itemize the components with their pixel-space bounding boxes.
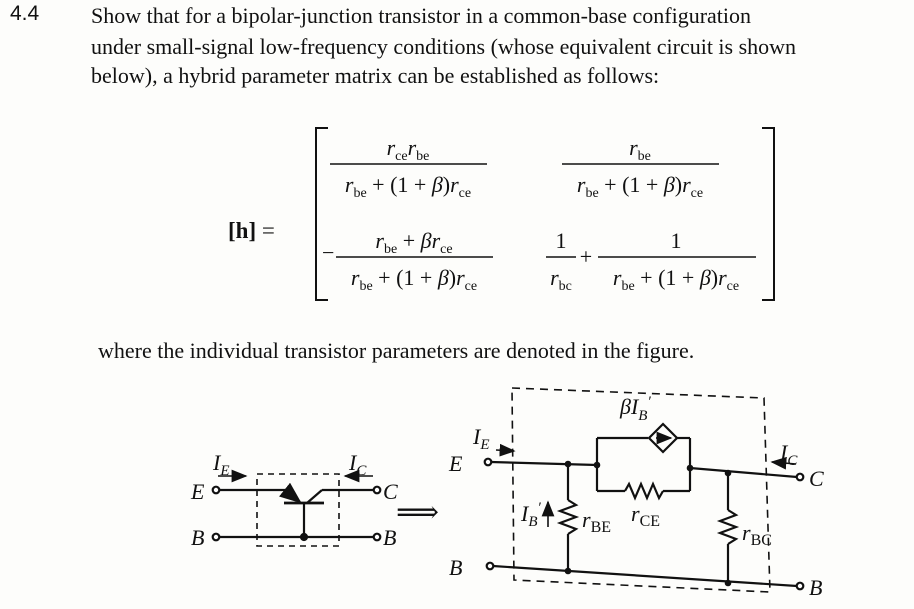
svg-text:−: −: [322, 240, 334, 265]
node-5: [564, 567, 572, 575]
h-parameter-matrix: rcerbe rbe + (1 + β)rce rbe rbe + (1 + β…: [315, 127, 775, 301]
left-label-IE: IE: [212, 450, 230, 479]
left-terminal-B-out: [372, 532, 382, 542]
node-4: [724, 469, 732, 477]
matrix-entry-r1c2: rbe rbe + (1 + β)rce: [562, 135, 719, 201]
left-terminal-B-in: [211, 532, 221, 542]
equivalent-circuit: [483, 387, 805, 593]
right-terminal-B-out: [795, 581, 805, 591]
emitter-arrow: [279, 482, 302, 504]
svg-text:rbe: rbe: [629, 135, 651, 164]
node-1: [564, 460, 572, 468]
left-transistor-circuit: [211, 469, 382, 547]
node-3: [686, 464, 694, 472]
implies-arrow: ⟹: [396, 496, 439, 529]
left-label-C: C: [383, 479, 398, 504]
label-IB-prime: IB′: [520, 500, 542, 530]
left-terminal-C: [372, 485, 382, 495]
matrix-label: [h] =: [228, 218, 275, 243]
svg-text:rbe + (1 + β)rce: rbe + (1 + β)rce: [345, 172, 471, 201]
right-label-IC: IC: [779, 440, 798, 469]
matrix-entry-r2c2: 1 rbc + 1 rbe + (1 + β)rce: [546, 228, 756, 294]
source-label: βIB′: [619, 394, 651, 424]
right-label-IE: IE: [472, 424, 490, 453]
left-terminal-E: [211, 485, 221, 495]
resistor-rBE: [556, 499, 580, 535]
matrix-entry-r2c1: − rbe + βrce rbe + (1 + β)rce: [322, 228, 493, 294]
left-label-IC: IC: [348, 450, 367, 479]
svg-text:rbe + (1 + β)rce: rbe + (1 + β)rce: [351, 265, 477, 294]
left-label-B-out: B: [383, 525, 396, 550]
svg-text:rbe + (1 + β)rce: rbe + (1 + β)rce: [577, 172, 703, 201]
right-bracket: [762, 127, 775, 301]
resistor-rBC: [716, 509, 740, 545]
svg-text:+: +: [580, 244, 592, 269]
right-terminal-C: [795, 472, 805, 482]
right-label-C: C: [809, 466, 824, 491]
right-label-E: E: [448, 451, 463, 476]
label-rBC: rBC: [742, 520, 772, 549]
svg-text:rbc: rbc: [550, 265, 572, 294]
label-rBE: rBE: [582, 507, 611, 536]
right-label-B-in: B: [449, 555, 462, 580]
right-terminal-B-in: [485, 561, 495, 571]
left-label-E: E: [190, 479, 205, 504]
left-label-B-in: B: [191, 525, 204, 550]
right-label-B-out: B: [809, 575, 822, 600]
svg-text:rcerbe: rcerbe: [387, 135, 430, 164]
IE-arrow-right: [495, 443, 516, 457]
IC-arrow-right: [770, 456, 797, 470]
node-6: [724, 579, 732, 587]
svg-text:rbe + βrce: rbe + βrce: [375, 228, 452, 257]
left-bracket: [315, 127, 328, 301]
closing-sentence: where the individual transistor paramete…: [98, 338, 695, 363]
label-rCE: rCE: [631, 501, 660, 530]
statement-line-1: Show that for a bipolar-junction transis…: [91, 3, 752, 28]
right-terminal-E: [483, 457, 493, 467]
problem-number: 4.4: [10, 2, 40, 25]
statement-line-2: under small-signal low-frequency conditi…: [91, 34, 797, 59]
svg-text:1: 1: [671, 228, 682, 253]
resistor-rCE: [624, 481, 664, 501]
transistor-dashed-box: [256, 473, 340, 547]
svg-text:rbe + (1 + β)rce: rbe + (1 + β)rce: [613, 265, 739, 294]
equivalent-dashed-box: [511, 387, 771, 593]
matrix-entry-r1c1: rcerbe rbe + (1 + β)rce: [330, 135, 487, 201]
node-2: [593, 461, 601, 469]
svg-text:1: 1: [556, 228, 567, 253]
statement-line-3: below), a hybrid parameter matrix can be…: [91, 63, 660, 88]
